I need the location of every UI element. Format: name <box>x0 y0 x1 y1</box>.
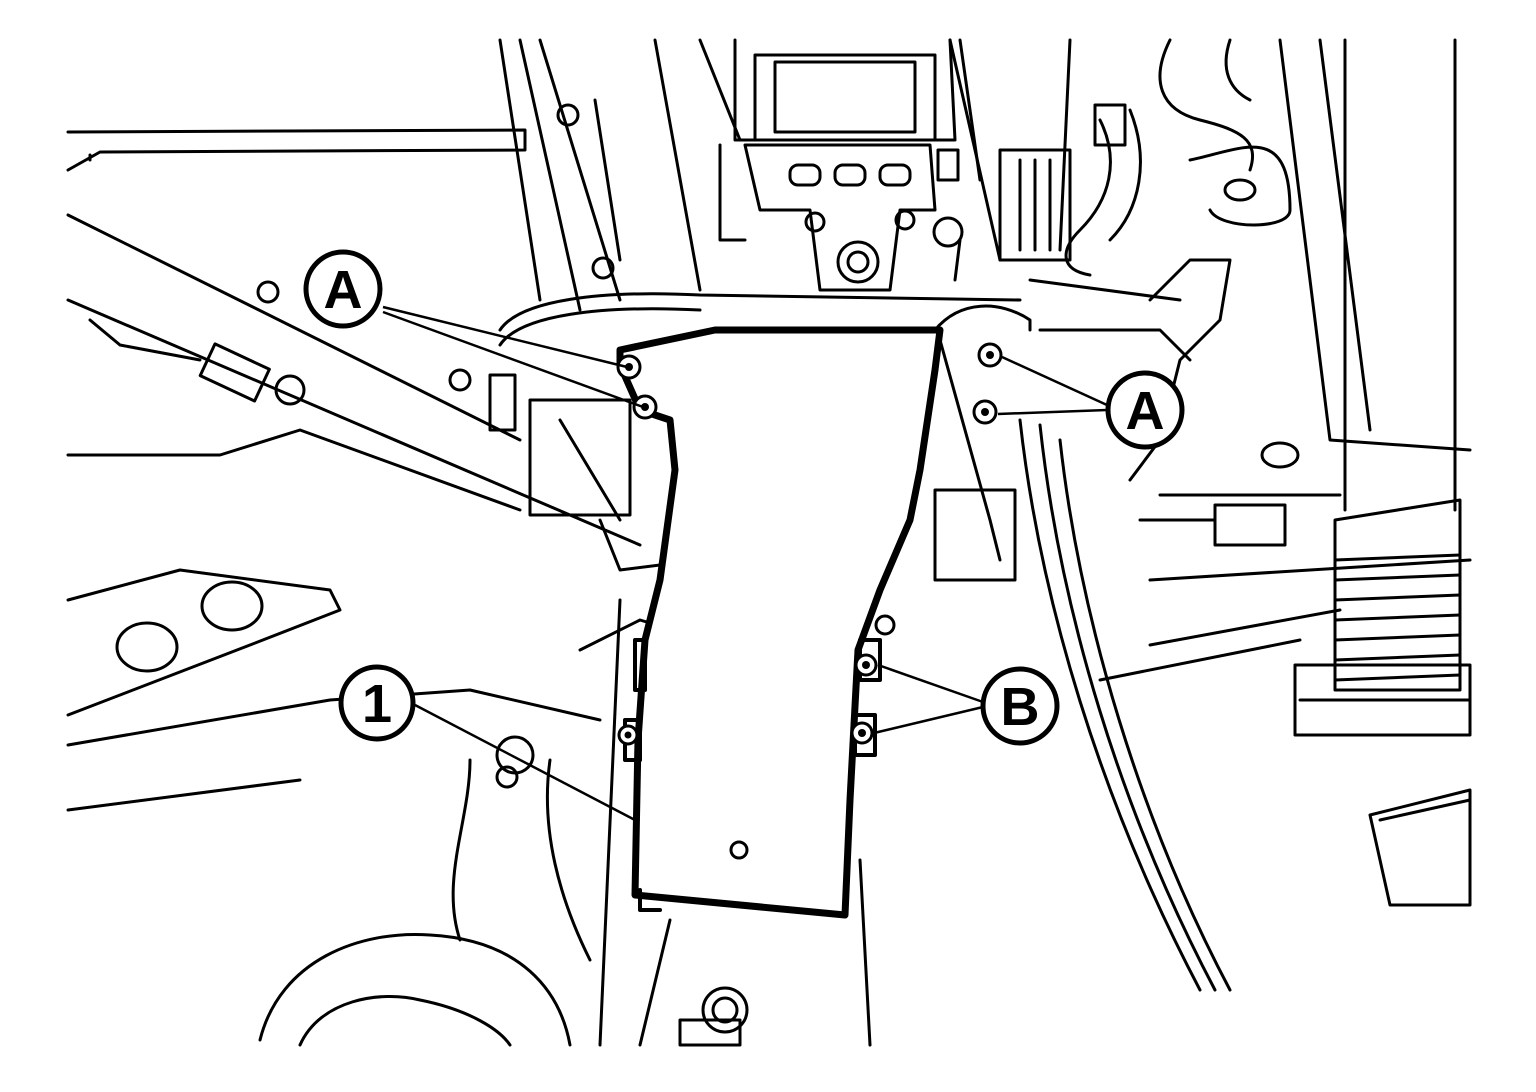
callout-a-right-label: A <box>1126 381 1165 441</box>
callout-a-left-label: A <box>324 260 363 320</box>
callout-1: 1 <box>338 664 416 742</box>
callout-1-label: 1 <box>362 674 392 734</box>
bolt-icon <box>850 721 874 745</box>
callout-b: B <box>980 666 1060 746</box>
callout-b-label: B <box>1001 677 1040 737</box>
bellows <box>1333 553 1462 682</box>
bolt-icon <box>972 399 998 425</box>
bolt-icon <box>977 342 1003 368</box>
leader-lines <box>382 305 1108 822</box>
callout-a-left: A <box>303 249 383 329</box>
bolts-b <box>617 653 878 746</box>
bolt-icon <box>616 354 642 380</box>
bolt-icon <box>617 724 639 746</box>
bolt-icon <box>854 653 878 677</box>
background-structure <box>66 38 1472 1047</box>
bolt-icon <box>632 394 658 420</box>
callout-a-right: A <box>1105 370 1185 450</box>
bolts-a <box>616 342 1003 425</box>
part-1-shield <box>616 326 944 919</box>
